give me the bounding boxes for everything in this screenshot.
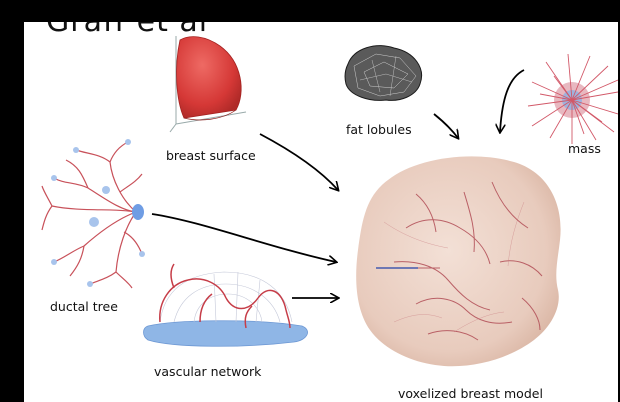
label-fat-lobules: fat lobules (346, 122, 412, 137)
arrow-ductal-tree (152, 214, 336, 262)
label-breast-surface: breast surface (166, 148, 256, 163)
figure-panel: Graff et al (24, 22, 618, 402)
mass-image (528, 54, 618, 144)
label-vascular-network: vascular network (154, 364, 261, 379)
diagram-canvas (24, 22, 618, 402)
label-mass: mass (568, 141, 601, 156)
label-voxelized-breast-model: voxelized breast model (398, 386, 543, 401)
arrow-breast-surface (260, 134, 338, 190)
arrow-fat-lobules (434, 114, 458, 138)
voxelized-breast-model-image (356, 156, 560, 366)
vascular-network-image (144, 264, 308, 346)
arrow-mass (500, 70, 524, 132)
breast-surface-image (170, 36, 246, 132)
label-ductal-tree: ductal tree (50, 299, 118, 314)
ductal-tree-image (42, 139, 145, 288)
fat-lobules-image (345, 46, 422, 101)
